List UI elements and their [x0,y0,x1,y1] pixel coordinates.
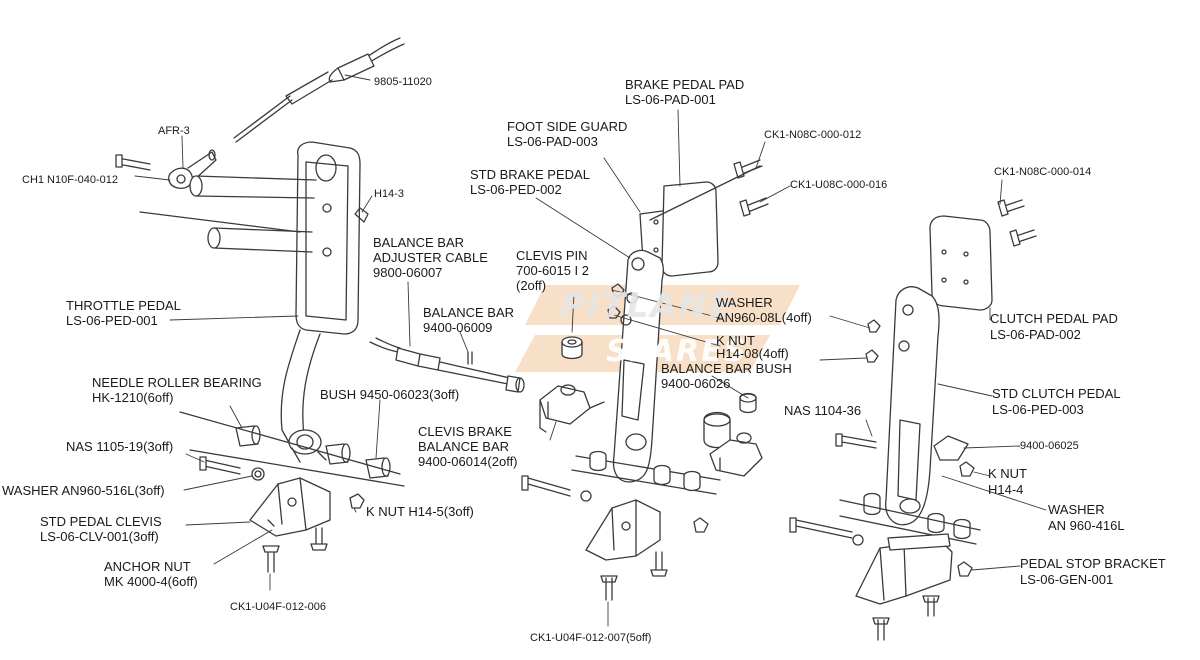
label-foot-guard-1: FOOT SIDE GUARD [507,119,628,134]
balance-bar-assembly [369,336,605,433]
watermark-line2: SPARES [606,334,748,369]
label-ck1-u08c-016: CK1-U08C-000-016 [790,179,888,191]
label-ck1-u04f-007: CK1-U04F-012-007(5off) [530,632,652,644]
label-washer-08l-1: WASHER [716,295,773,310]
label-knut-h14-4-2: H14-4 [988,482,1024,497]
brake-clevis [585,499,668,601]
label-throttle-pedal-1: THROTTLE PEDAL [66,298,181,313]
label-pedal-clevis-1: STD PEDAL CLEVIS [40,514,162,529]
throttle-pedal [139,141,369,463]
label-washer-416l-2: AN 960-416L [1048,518,1125,533]
label-clevis-pin-3: (2off) [516,278,547,293]
leader-lines [134,74,1047,627]
label-afr-3: AFR-3 [158,125,190,137]
label-needle-bearing-1: NEEDLE ROLLER BEARING [92,375,262,390]
label-bush-9450: BUSH 9450-06023(3off) [320,387,460,402]
throttle-cable [233,37,405,143]
label-balance-bar-bush-2: 9400-06026 [661,376,731,391]
pedal-stop-bracket [855,533,973,641]
label-ck1-u04f-006: CK1-U04F-012-006 [230,601,326,613]
label-foot-guard-2: LS-06-PAD-003 [507,134,598,149]
label-anchor-nut-1: ANCHOR NUT [104,559,191,574]
label-washer-08l-2: AN960-08L(4off) [716,310,812,325]
throttle-clevis [249,477,331,573]
label-washer-516l: WASHER AN960-516L(3off) [2,483,165,498]
label-clevis-pin-2: 700-6015 I 2 [516,263,590,278]
balance-bar-bush-parts [703,392,763,477]
label-clevis-brake-3: 9400-06014(2off) [418,454,518,469]
label-balance-bar-cable-3: 9800-06007 [373,265,443,280]
label-needle-bearing-2: HK-1210(6off) [92,390,174,405]
label-clevis-brake-2: BALANCE BAR [418,439,510,454]
label-ch1-n10f: CH1 N10F-040-012 [22,174,118,186]
label-9400-06025: 9400-06025 [1020,440,1079,452]
label-clutch-pad-1: CLUTCH PEDAL PAD [990,311,1118,326]
label-9805-11020: 9805-11020 [374,76,432,88]
brake-pedal [607,159,769,483]
label-clutch-pad-2: LS-06-PAD-002 [990,327,1081,342]
label-std-clutch-1: STD CLUTCH PEDAL [992,386,1121,401]
label-clevis-pin-1: CLEVIS PIN [516,248,588,263]
label-nas-1105: NAS 1105-19(3off) [66,439,174,454]
watermark-line1: PITLANE [560,286,735,326]
label-balance-bar-bush-1: BALANCE BAR BUSH [661,361,792,376]
label-throttle-pedal-2: LS-06-PED-001 [66,313,158,328]
label-clevis-brake-1: CLEVIS BRAKE [418,424,512,439]
label-balance-bar-cable-2: ADJUSTER CABLE [373,250,488,265]
label-ck1-n08c-012: CK1-N08C-000-012 [764,129,862,141]
label-balance-bar-2: 9400-06009 [423,320,493,335]
label-knut-h14-4-1: K NUT [988,466,1027,481]
label-std-brake-1: STD BRAKE PEDAL [470,167,590,182]
label-pedal-stop-1: PEDAL STOP BRACKET [1020,556,1166,571]
clutch-pedal [789,199,1037,546]
label-balance-bar-1: BALANCE BAR [423,305,515,320]
label-washer-416l-1: WASHER [1048,502,1105,517]
label-anchor-nut-2: MK 4000-4(6off) [104,574,198,589]
label-std-clutch-2: LS-06-PED-003 [992,402,1084,417]
label-knut-h14-08-1: K NUT [716,333,755,348]
label-nas-1104: NAS 1104-36 [784,403,862,418]
label-std-brake-2: LS-06-PED-002 [470,182,562,197]
label-knut-h14-5: K NUT H14-5(3off) [366,504,474,519]
label-brake-pad-2: LS-06-PAD-001 [625,92,716,107]
label-balance-bar-cable-1: BALANCE BAR [373,235,465,250]
brake-pivot-parts [521,450,721,533]
label-h14-3: H14-3 [374,188,404,200]
throttle-pivot-parts [179,411,405,509]
label-pedal-clevis-2: LS-06-CLV-001(3off) [40,529,159,544]
label-knut-h14-08-2: H14-08(4off) [716,346,789,361]
label-brake-pad-1: BRAKE PEDAL PAD [625,77,745,92]
label-ck1-n08c-014: CK1-N08C-000-014 [994,166,1092,178]
label-pedal-stop-2: LS-06-GEN-001 [1020,572,1114,587]
